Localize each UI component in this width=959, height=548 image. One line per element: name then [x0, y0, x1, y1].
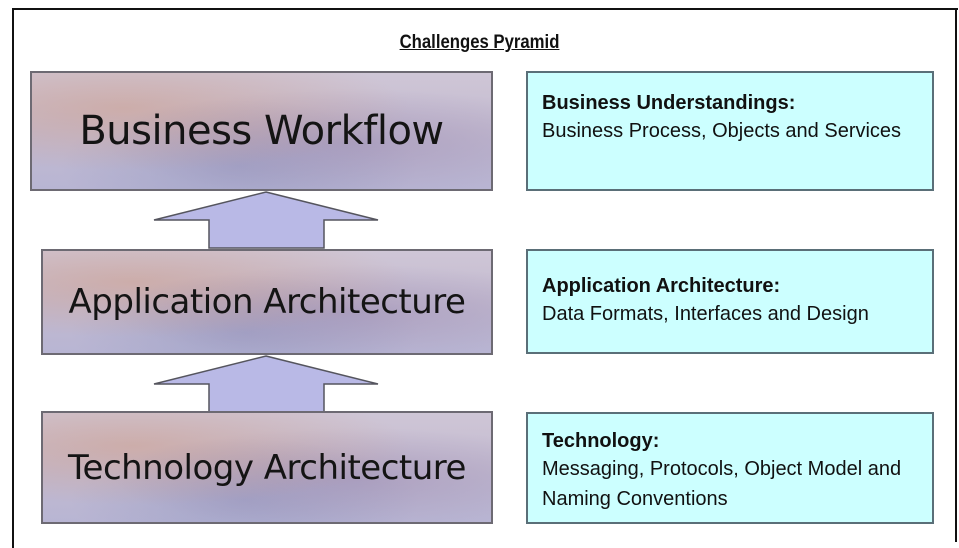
layer-business-workflow: Business Workflow	[30, 71, 493, 191]
description-box-application: Application Architecture: Data Formats, …	[526, 249, 934, 354]
box-text: Messaging, Protocols, Object Model and N…	[542, 458, 902, 510]
description-box-business: Business Understandings: Business Proces…	[526, 71, 934, 191]
diagram-frame	[12, 8, 958, 548]
layer-label: Application Architecture	[68, 282, 466, 322]
layer-technology-architecture: Technology Architecture	[41, 411, 493, 524]
box-text: Business Process, Objects and Services	[542, 120, 902, 142]
layer-label: Technology Architecture	[68, 447, 466, 488]
diagram-title: Challenges Pyramid	[399, 32, 560, 53]
up-arrow-icon	[153, 355, 379, 413]
layer-application-architecture: Application Architecture	[41, 249, 493, 355]
box-heading: Technology:	[542, 430, 660, 452]
description-box-technology: Technology: Messaging, Protocols, Object…	[526, 412, 934, 524]
up-arrow-icon	[153, 191, 379, 249]
box-heading: Business Understandings:	[542, 92, 796, 114]
box-text: Data Formats, Interfaces and Design	[542, 303, 869, 325]
box-heading: Application Architecture:	[542, 275, 781, 297]
frame-right-edge	[955, 8, 957, 542]
layer-label: Business Workflow	[79, 108, 444, 154]
